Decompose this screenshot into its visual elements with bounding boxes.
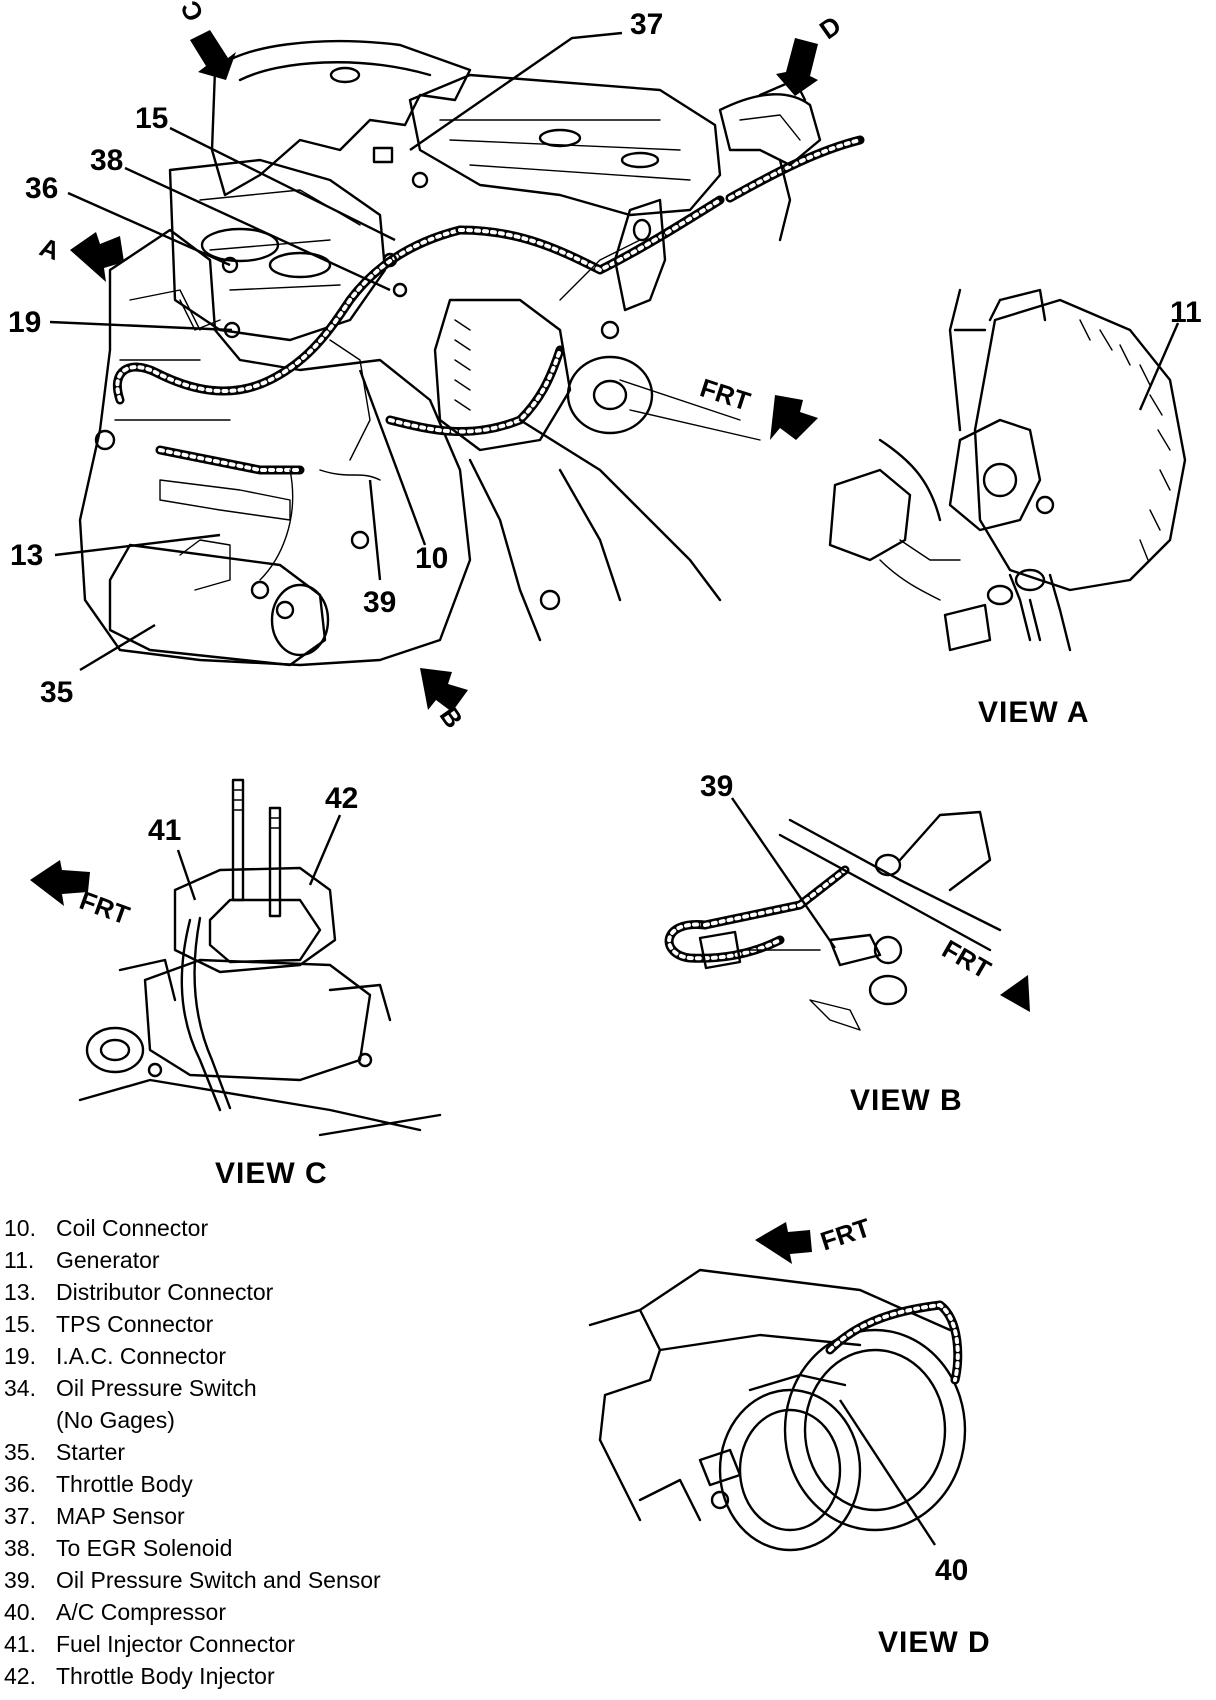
- frt-label-view-d: FRT: [817, 1212, 874, 1256]
- frt-label-view-c: FRT: [76, 885, 134, 931]
- view-a-title: VIEW A: [978, 696, 1090, 729]
- legend-item: (No Gages): [56, 1407, 175, 1433]
- callout-35: 35: [40, 676, 73, 709]
- callout-10: 10: [415, 542, 448, 575]
- arrow-label-d: D: [814, 10, 847, 45]
- leader-19: [49, 320, 233, 332]
- leader-41: [176, 849, 197, 901]
- view-c-drawing: FRT 41 42 VIEW C: [30, 778, 442, 1190]
- leader-35: [79, 623, 156, 672]
- callout-36: 36: [25, 172, 58, 205]
- view-a-drawing: 11 VIEW A: [828, 288, 1202, 729]
- callout-39b: 39: [700, 770, 733, 803]
- leader-10: [358, 369, 427, 546]
- arrow-label-c: C: [174, 0, 209, 26]
- legend-item: 42.Throttle Body Injector: [4, 1663, 275, 1689]
- leader-39b: [731, 797, 836, 949]
- legend-item: 40.A/C Compressor: [4, 1599, 226, 1625]
- view-c-arrow: [190, 30, 236, 80]
- legend-item: 19.I.A.C. Connector: [4, 1343, 227, 1369]
- legend-item: 37.MAP Sensor: [4, 1503, 185, 1529]
- legend-item: 10.Coil Connector: [4, 1215, 209, 1241]
- leader-13: [54, 533, 221, 557]
- leader-39: [368, 479, 382, 581]
- leader-40: [838, 1399, 937, 1546]
- callout-39: 39: [363, 586, 396, 619]
- leader-38: [124, 166, 391, 292]
- legend-item: 39.Oil Pressure Switch and Sensor: [4, 1567, 381, 1593]
- callout-11: 11: [1170, 296, 1202, 329]
- legend-item: 15.TPS Connector: [4, 1311, 214, 1337]
- view-b-arrow: [420, 668, 468, 712]
- view-a-arrow: [70, 232, 124, 282]
- view-b-drawing: 39 FRT VIEW B: [664, 770, 1030, 1117]
- callout-40: 40: [935, 1554, 968, 1587]
- legend-item: 41.Fuel Injector Connector: [4, 1631, 296, 1657]
- callout-37: 37: [630, 8, 663, 41]
- view-c-title: VIEW C: [215, 1157, 328, 1190]
- frt-arrow-main: [770, 395, 818, 440]
- legend-item: 36.Throttle Body: [4, 1471, 193, 1497]
- legend-item: 35.Starter: [4, 1439, 126, 1465]
- leader-15: [169, 126, 396, 242]
- callout-38: 38: [90, 144, 123, 177]
- legend-item: 34.Oil Pressure Switch: [4, 1375, 257, 1401]
- view-d-frt-arrow: [755, 1222, 812, 1264]
- callout-19: 19: [8, 306, 41, 339]
- legend-item: 13.Distributor Connector: [4, 1279, 274, 1305]
- main-engine-drawing: 37 15 38 36 19 13 35 10 39 C D A B FRT: [8, 0, 865, 734]
- legend-item: 38.To EGR Solenoid: [4, 1535, 233, 1561]
- view-d-title: VIEW D: [878, 1626, 991, 1659]
- callout-15: 15: [135, 102, 168, 135]
- leader-36: [67, 191, 231, 267]
- view-c-frt-arrow: [30, 860, 90, 906]
- parts-legend: 10.Coil Connector 11.Generator 13.Distri…: [0, 1212, 460, 1692]
- view-d-arrow: [776, 38, 818, 96]
- frt-label-main: FRT: [697, 372, 754, 416]
- legend-item: 11.Generator: [4, 1247, 160, 1273]
- leader-11: [1138, 322, 1180, 411]
- view-b-frt-arrow: [1000, 975, 1030, 1012]
- callout-13: 13: [10, 539, 43, 572]
- callout-42: 42: [325, 782, 358, 815]
- arrow-label-b: B: [434, 701, 469, 734]
- view-b-title: VIEW B: [850, 1084, 963, 1117]
- view-d-drawing: FRT 40 VIEW D: [588, 1212, 991, 1659]
- arrow-label-a: A: [36, 232, 64, 267]
- leader-37: [409, 31, 623, 151]
- frt-label-view-b: FRT: [937, 934, 996, 985]
- callout-41: 41: [148, 814, 181, 847]
- leader-42: [308, 814, 342, 886]
